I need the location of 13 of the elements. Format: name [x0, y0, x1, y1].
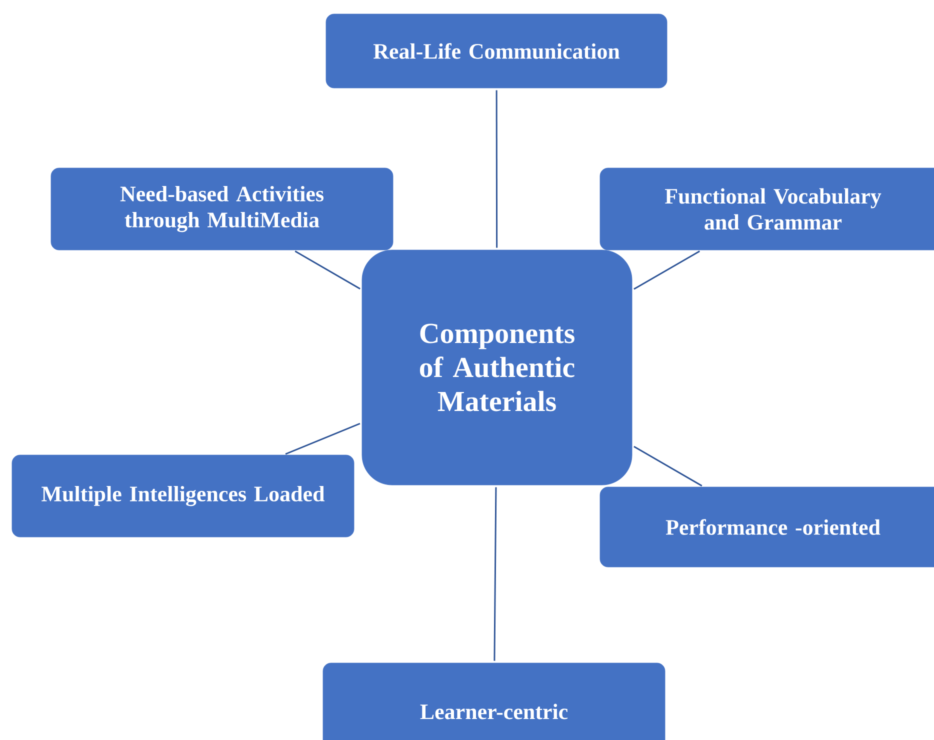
connector-line	[634, 446, 702, 486]
connector-line	[496, 90, 498, 248]
topic-box: Real-Life Communication	[326, 14, 668, 88]
topic-box: Multiple Intelligences Loaded	[12, 454, 354, 538]
connector-line	[294, 250, 360, 290]
connector-line	[494, 487, 497, 661]
topic-box: Need-based Activities through MultiMedia	[50, 168, 394, 250]
connector-line	[634, 250, 700, 290]
topic-box: Functional Vocabulary and Grammar	[600, 168, 934, 250]
topic-box: Performance -oriented	[600, 486, 934, 568]
connector-line	[285, 422, 360, 455]
center-box: Components of Authentic Materials	[362, 250, 632, 486]
topic-box: Learner-centric	[322, 662, 666, 740]
